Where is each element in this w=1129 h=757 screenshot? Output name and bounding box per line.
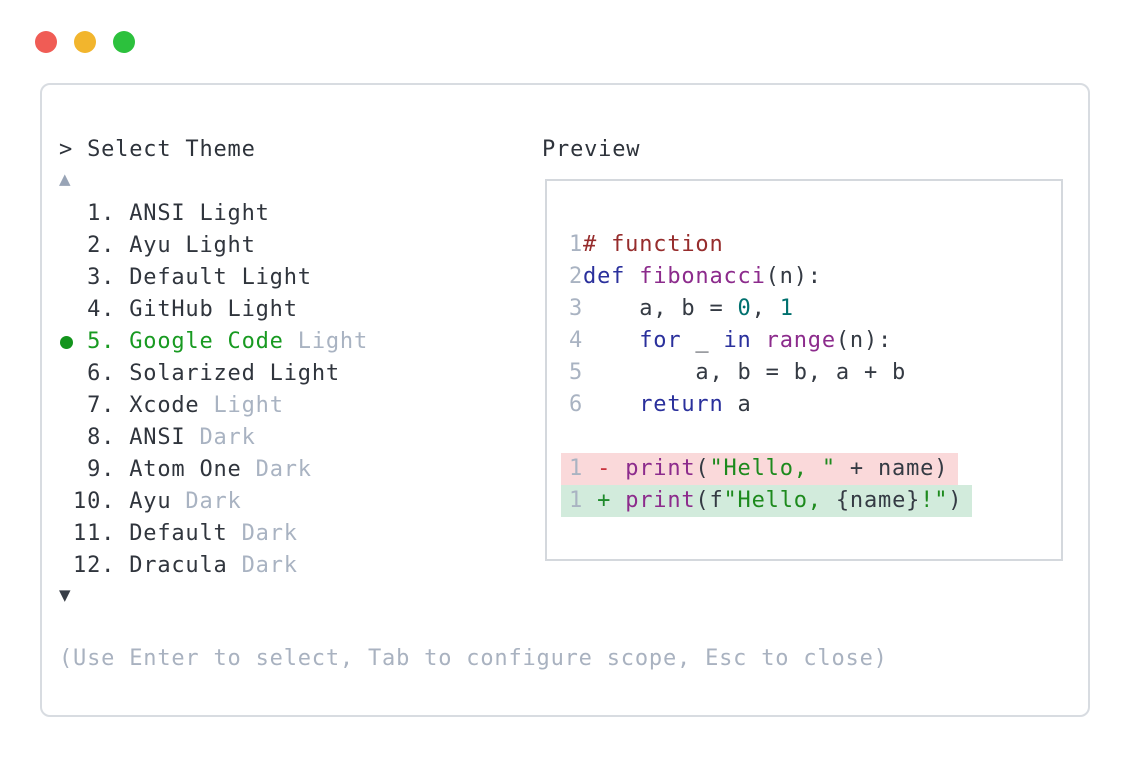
line-number: 1 [569, 488, 584, 513]
diff-line: 1 - print("Hello, " + name) [561, 453, 972, 485]
theme-selector-panel: > Select Theme Preview ▲ 1. ANSI Light 2… [40, 83, 1090, 717]
theme-option[interactable]: 2. Ayu Light [59, 233, 256, 258]
selected-bullet-icon [60, 336, 73, 349]
theme-variant: Light [283, 329, 369, 354]
theme-variant: Dark [171, 489, 242, 514]
line-number: 3 [569, 296, 584, 321]
theme-variant: Dark [227, 553, 298, 578]
theme-option[interactable]: 5. Google Code Light [59, 329, 369, 354]
theme-option[interactable]: 12. Dracula Dark [59, 553, 298, 578]
theme-name: Atom One [129, 457, 242, 482]
theme-name: Xcode [129, 393, 200, 418]
preview-title: Preview [542, 137, 641, 162]
theme-option[interactable]: 6. Solarized Light [59, 361, 340, 386]
code-line: 1# function [569, 232, 724, 257]
theme-name: Solarized Light [129, 361, 340, 386]
theme-option[interactable]: 1. ANSI Light [59, 201, 270, 226]
theme-name: Ayu Light [129, 233, 256, 258]
keyboard-hint: (Use Enter to select, Tab to configure s… [59, 646, 888, 671]
code-line [569, 421, 972, 453]
line-number: 6 [569, 392, 584, 417]
code-line: 2def fibonacci(n): [569, 264, 822, 289]
window-controls [35, 31, 135, 53]
line-number: 5 [569, 360, 584, 385]
diff-line: 1 + print(f"Hello, {name}!") [561, 485, 973, 517]
code-preview-box: 1# function 2def fibonacci(n): 3 a, b = 0,… [545, 179, 1063, 561]
theme-name: Default Light [129, 265, 312, 290]
theme-list: 1. ANSI Light 2. Ayu Light 3. Default Li… [59, 198, 368, 582]
theme-option[interactable]: 10. Ayu Dark [59, 489, 242, 514]
line-number: 1 [569, 456, 584, 481]
code-line: 3 a, b = 0, 1 [569, 296, 794, 321]
theme-option[interactable]: 3. Default Light [59, 265, 312, 290]
theme-variant: Dark [227, 521, 298, 546]
theme-name: Dracula [129, 553, 228, 578]
theme-name: Default [129, 521, 228, 546]
theme-variant: Light [199, 393, 284, 418]
theme-name: Ayu [129, 489, 172, 514]
theme-name: Google Code [129, 329, 284, 354]
theme-option[interactable]: 9. Atom One Dark [59, 457, 312, 482]
select-theme-prompt: > Select Theme [59, 137, 256, 162]
theme-option[interactable]: 11. Default Dark [59, 521, 298, 546]
theme-variant: Dark [241, 457, 312, 482]
code-line: 4 for _ in range(n): [569, 328, 893, 353]
theme-option[interactable]: 8. ANSI Dark [59, 425, 256, 450]
theme-variant: Dark [185, 425, 256, 450]
scroll-down-icon[interactable]: ▼ [59, 586, 72, 604]
theme-option[interactable]: 4. GitHub Light [59, 297, 298, 322]
scroll-up-icon[interactable]: ▲ [59, 170, 72, 188]
close-window-button[interactable] [35, 31, 57, 53]
theme-name: GitHub Light [129, 297, 298, 322]
code-line: 5 a, b = b, a + b [569, 360, 907, 385]
minimize-window-button[interactable] [74, 31, 96, 53]
theme-name: ANSI [129, 425, 186, 450]
zoom-window-button[interactable] [113, 31, 135, 53]
code-sample: 1# function 2def fibonacci(n): 3 a, b = 0,… [561, 229, 973, 517]
theme-option[interactable]: 7. Xcode Light [59, 393, 284, 418]
line-number: 4 [569, 328, 584, 353]
line-number: 2 [569, 264, 584, 289]
code-line: 6 return a [569, 392, 752, 417]
line-number: 1 [569, 232, 584, 257]
theme-name: ANSI Light [129, 201, 270, 226]
